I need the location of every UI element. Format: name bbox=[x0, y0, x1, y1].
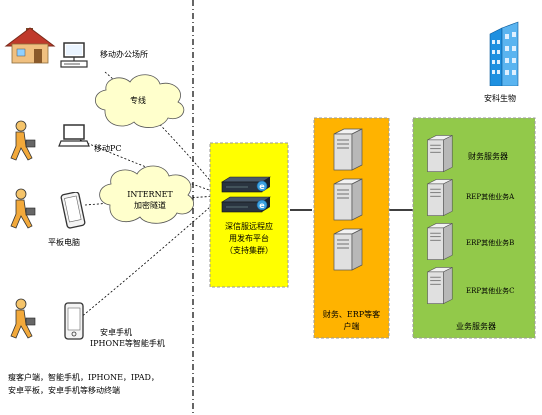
server-label-erp-c: ERP其他业务C bbox=[466, 287, 515, 295]
cloud-leased-line bbox=[94, 74, 185, 128]
internet-label-line1: INTERNET bbox=[127, 190, 173, 199]
smartphone-icon bbox=[64, 302, 84, 340]
laptop-icon bbox=[58, 124, 90, 147]
company-name: 安科生物 bbox=[484, 94, 516, 103]
browser-e-icon: e bbox=[256, 199, 268, 211]
tablet-label: 平板电脑 bbox=[48, 238, 80, 247]
person-briefcase-icon bbox=[10, 298, 36, 339]
tower-server-icon bbox=[333, 128, 363, 171]
house-icon bbox=[4, 27, 56, 64]
platform-label-line3: （支持集群） bbox=[225, 246, 273, 255]
phone-label-line1: 安卓手机 bbox=[100, 328, 132, 337]
phone-label-line2: IPHONE等智能手机 bbox=[90, 339, 165, 348]
platform-label-line2: 用发布平台 bbox=[229, 234, 269, 243]
browser-e-icon: e bbox=[256, 180, 268, 192]
terminal-note-line2: 安卓平板，安卓手机等移动终端 bbox=[8, 386, 120, 395]
tower-server-icon bbox=[427, 222, 453, 261]
platform-panel bbox=[209, 142, 289, 288]
mobile-pc-label: 移动PC bbox=[94, 144, 122, 153]
platform-label-line1: 深信服远程应 bbox=[225, 222, 273, 231]
person-briefcase-icon bbox=[10, 120, 36, 161]
client-tier-label-line1: 财务、ERP等客 bbox=[322, 310, 381, 319]
desktop-computer-icon bbox=[60, 42, 88, 68]
terminal-note-line1: 瘦客户端，智能手机，IPHONE，IPAD， bbox=[8, 373, 159, 382]
cloud-internet bbox=[99, 165, 194, 224]
server-label-erp-b: ERP其他业务B bbox=[466, 239, 515, 247]
tower-server-icon bbox=[427, 134, 453, 173]
leased-line-label: 专线 bbox=[130, 96, 146, 105]
internet-label-line2: 加密隧道 bbox=[134, 201, 166, 210]
person-briefcase-icon bbox=[10, 188, 36, 229]
svg-text:e: e bbox=[259, 201, 265, 210]
server-label-erp-a: REP其他业务A bbox=[466, 193, 515, 201]
svg-text:e: e bbox=[259, 182, 265, 191]
tower-server-icon bbox=[427, 178, 453, 217]
office-building-icon bbox=[489, 21, 519, 86]
tablet-icon bbox=[60, 192, 86, 229]
server-panel-caption: 业务服务器 bbox=[456, 322, 496, 331]
client-tier-label-line2: 户端 bbox=[343, 322, 360, 331]
tower-server-icon bbox=[333, 178, 363, 221]
tower-server-icon bbox=[333, 228, 363, 271]
server-label-finance: 财务服务器 bbox=[468, 152, 508, 161]
mobile-office-label: 移动办公场所 bbox=[100, 50, 148, 59]
tower-server-icon bbox=[427, 266, 453, 305]
